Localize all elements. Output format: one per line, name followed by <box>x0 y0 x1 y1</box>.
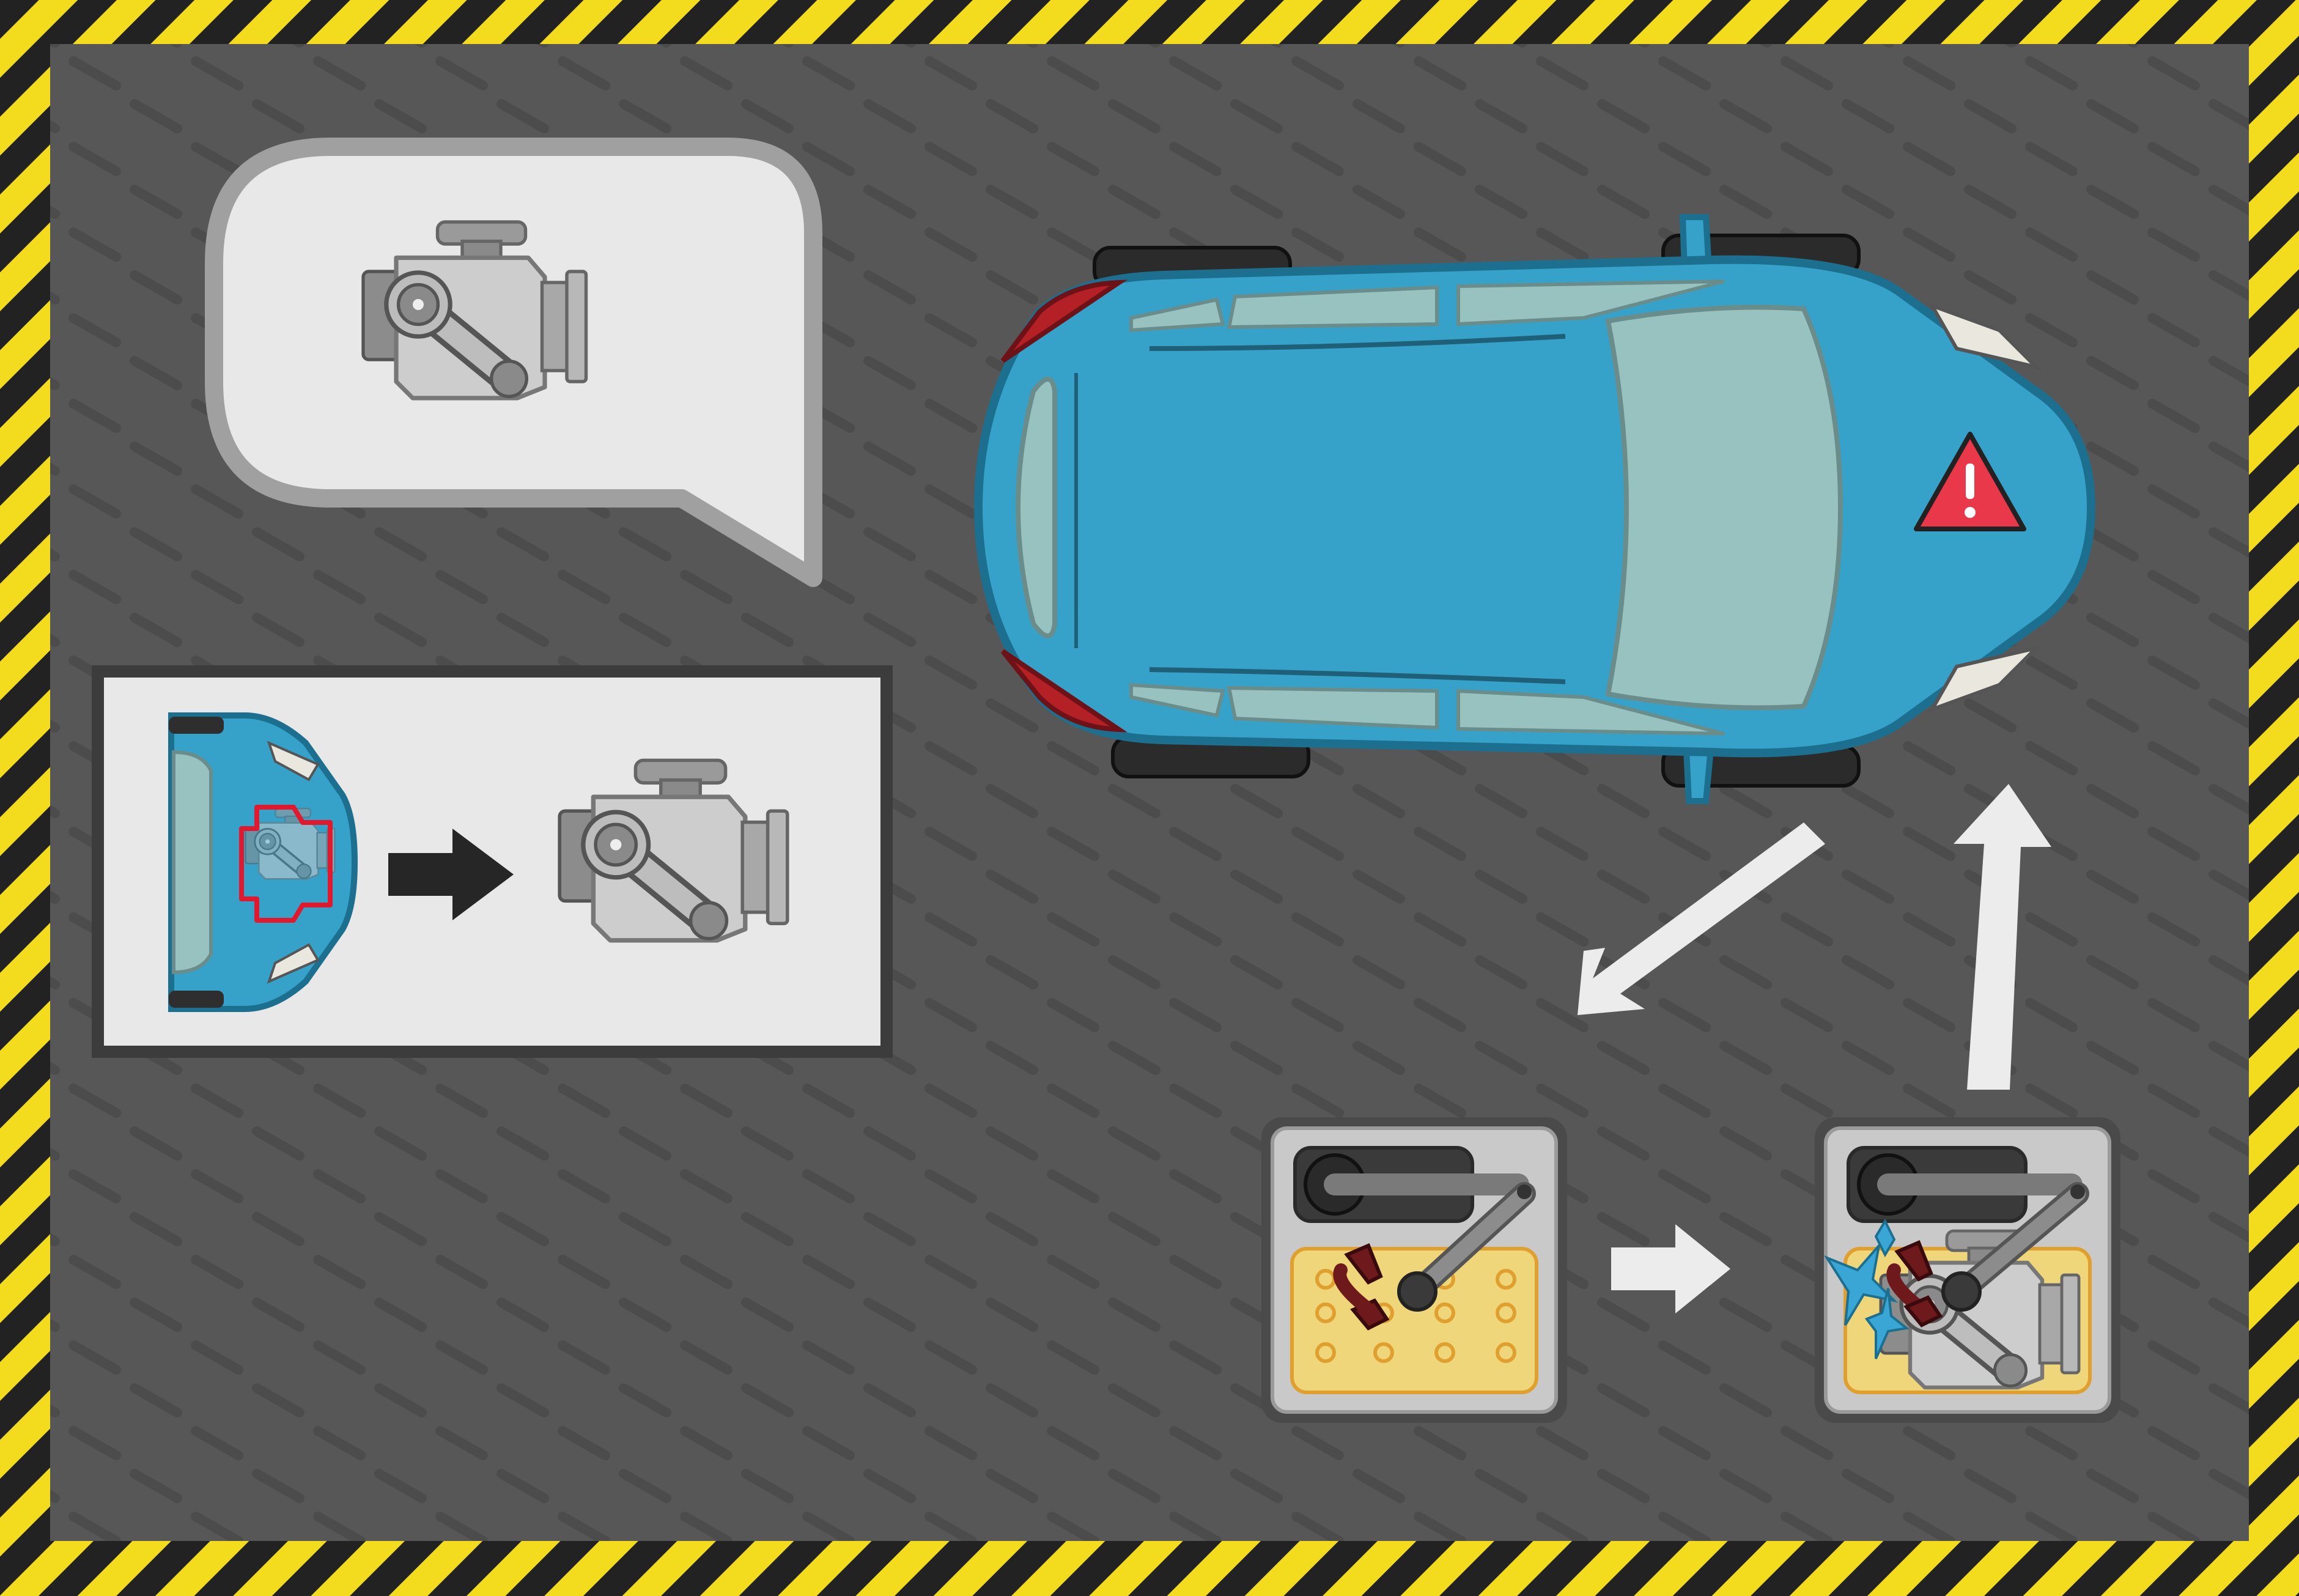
side-window <box>1456 279 1725 327</box>
headlight <box>1928 302 2042 371</box>
car[interactable] <box>973 214 2096 804</box>
roof-rail <box>1149 667 1566 684</box>
hint-panel <box>92 665 893 1058</box>
side-window <box>1456 689 1725 736</box>
rear-window <box>1016 377 1057 638</box>
robotic-arm-station[interactable] <box>1261 1117 1567 1423</box>
side-window <box>1227 285 1439 330</box>
warning-triangle-icon[interactable] <box>1914 432 2026 531</box>
robotic-arm-with-engine-station[interactable] <box>1815 1117 2120 1423</box>
spark-icon <box>1823 1218 1910 1359</box>
headlight <box>1928 645 2042 713</box>
roof-rail <box>1149 334 1566 351</box>
robotic-arm-holding-engine-icon <box>1886 1182 2089 1328</box>
arrow-station-to-car-icon <box>1954 784 2051 1090</box>
side-window <box>1129 297 1225 333</box>
windshield <box>1605 305 1843 711</box>
side-window <box>1227 685 1439 730</box>
arrow-right-icon <box>388 829 514 920</box>
robotic-arm-empty-icon <box>1333 1182 1536 1331</box>
thought-bubble <box>205 138 822 587</box>
tail-light <box>1000 279 1127 363</box>
arrow-car-to-station-icon <box>1578 822 1825 1015</box>
side-window <box>1129 682 1225 718</box>
car-front-engine-highlight-icon <box>168 712 358 1012</box>
arrow-station-to-station-icon <box>1611 1224 1730 1313</box>
side-mirror <box>1683 746 1714 804</box>
tail-light <box>1000 649 1127 733</box>
